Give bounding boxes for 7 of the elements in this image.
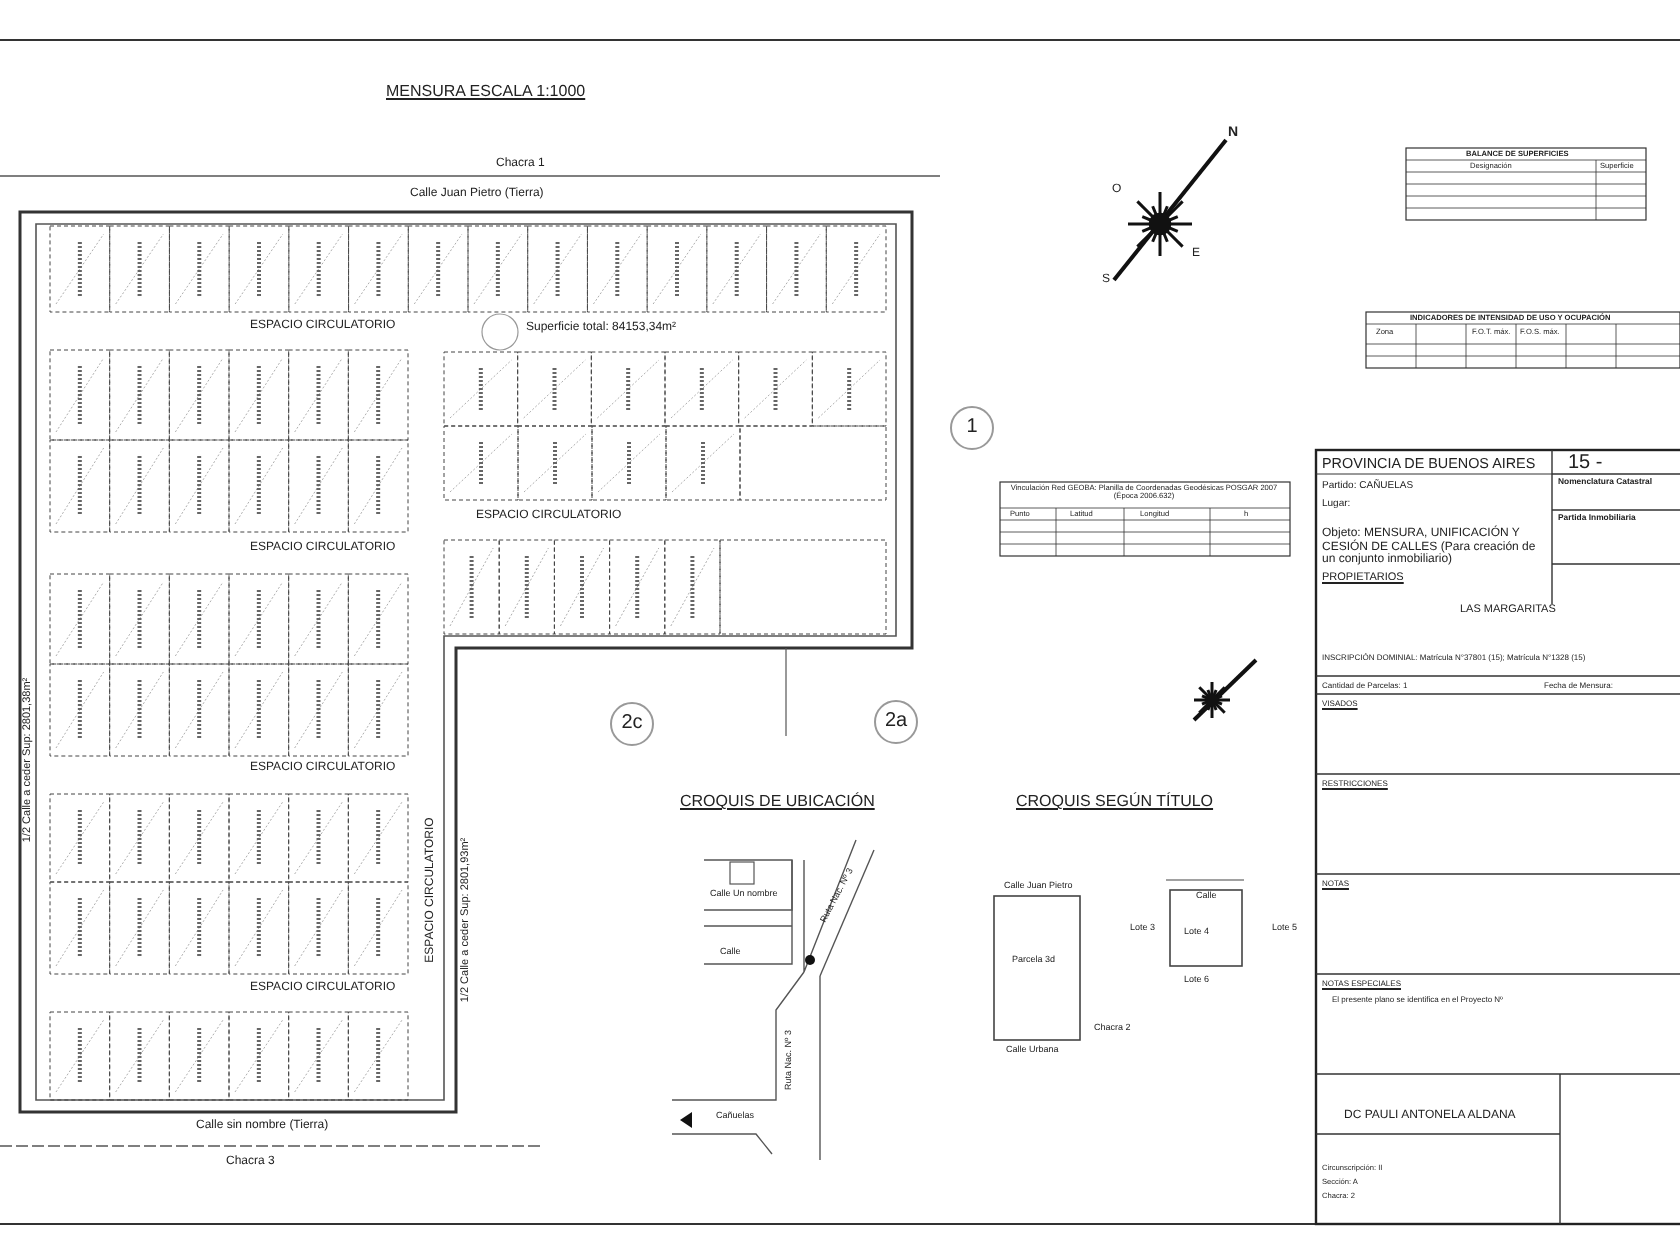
section-heading: CROQUIS DE UBICACIÓN — [680, 794, 875, 812]
section-heading: CROQUIS SEGÚN TÍTULO — [1016, 794, 1214, 812]
callout-number: 1 — [950, 406, 994, 450]
plan-number: 15 - — [1568, 452, 1603, 474]
callout-number: 2c — [610, 702, 654, 746]
callout-number: 2a — [874, 700, 918, 744]
plan-title: MENSURA ESCALA 1:1000 — [386, 84, 586, 102]
